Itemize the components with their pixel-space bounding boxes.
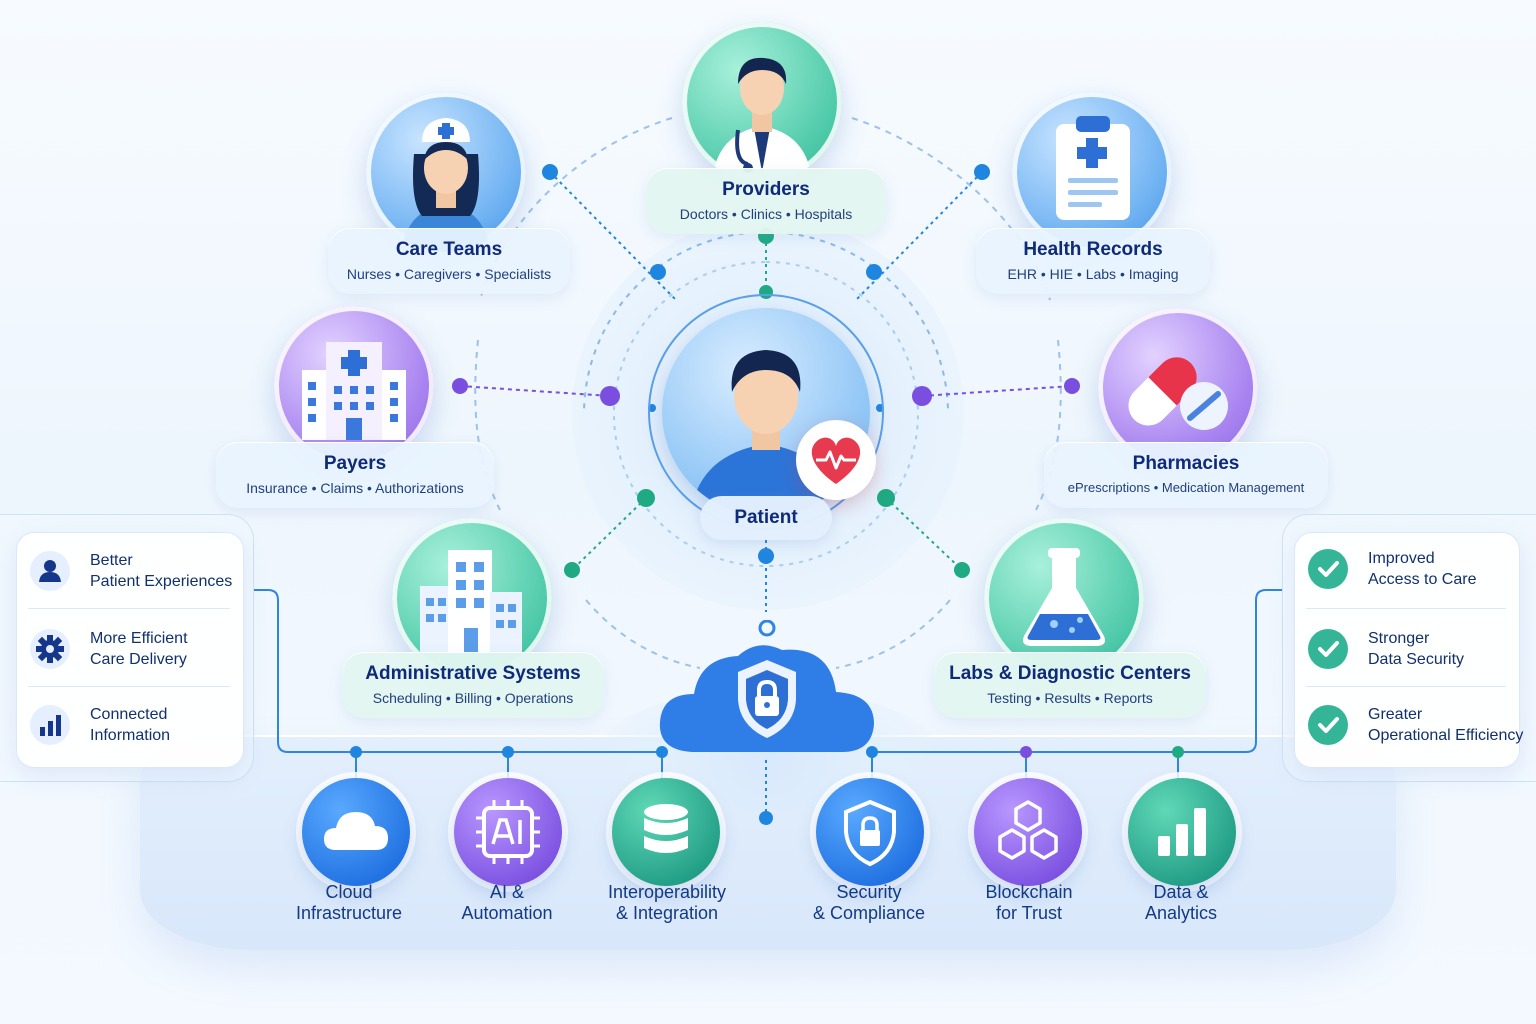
tech-security-label: Security & Compliance bbox=[784, 882, 954, 924]
health-records-label[interactable]: Health Records EHR • HIE • Labs • Imagin… bbox=[976, 228, 1210, 294]
tech-cloud-line2: Infrastructure bbox=[295, 903, 403, 923]
labs-title: Labs & Diagnostic Centers bbox=[949, 663, 1191, 684]
tech-analytics-label: Data & Analytics bbox=[1096, 882, 1266, 924]
tech-analytics-line1: Data & bbox=[1153, 882, 1209, 902]
patient-label[interactable]: Patient bbox=[700, 496, 832, 540]
shield-lock-icon[interactable] bbox=[816, 778, 924, 886]
link-admin bbox=[571, 497, 647, 571]
hospital-building-icon bbox=[274, 306, 434, 466]
user-icon bbox=[30, 551, 70, 591]
tech-security-line1: Security bbox=[836, 882, 902, 902]
clipboard-icon bbox=[1012, 92, 1172, 252]
divider bbox=[28, 686, 230, 687]
benefit-left-3-line2: Information bbox=[90, 727, 171, 744]
link-payers bbox=[459, 385, 611, 397]
outer-ring-top-right bbox=[851, 117, 1051, 301]
providers-subtitle: Doctors • Clinics • Hospitals bbox=[679, 206, 853, 222]
cloud-icon[interactable] bbox=[302, 778, 410, 886]
outer-ring-right bbox=[1035, 339, 1062, 511]
benefit-care-delivery: More Efficient Care Delivery bbox=[30, 628, 188, 670]
benefit-left-2-line2: Care Delivery bbox=[90, 651, 187, 668]
admin-label[interactable]: Administrative Systems Scheduling • Bill… bbox=[342, 652, 604, 718]
pharmacies-subtitle: ePrescriptions • Medication Management bbox=[1067, 480, 1305, 495]
divider bbox=[1306, 608, 1506, 609]
check-circle-icon bbox=[1308, 629, 1348, 669]
tech-blockchain-label: Blockchain for Trust bbox=[944, 882, 1114, 924]
doctor-icon bbox=[682, 22, 842, 182]
benefit-left-1-line1: Better bbox=[90, 552, 133, 569]
heart-pulse-icon bbox=[796, 420, 876, 500]
payers-label[interactable]: Payers Insurance • Claims • Authorizatio… bbox=[216, 442, 494, 508]
benefit-left-3-line1: Connected bbox=[90, 706, 168, 723]
tech-bus bbox=[254, 589, 660, 753]
tech-interop-label: Interoperability & Integration bbox=[582, 882, 752, 924]
divider bbox=[28, 608, 230, 609]
link-pharmacies bbox=[921, 385, 1073, 397]
bar-chart-icon bbox=[30, 705, 70, 745]
labs-label[interactable]: Labs & Diagnostic Centers Testing • Resu… bbox=[934, 652, 1206, 718]
bar-chart-icon[interactable] bbox=[1128, 778, 1236, 886]
benefit-right-2-line1: Stronger bbox=[1368, 630, 1430, 647]
tech-blockchain-line1: Blockchain bbox=[985, 882, 1073, 902]
database-icon[interactable] bbox=[612, 778, 720, 886]
tech-interop-line2: & Integration bbox=[615, 903, 719, 923]
tech-analytics-line2: Analytics bbox=[1144, 903, 1218, 923]
cloud-shield-lock-icon bbox=[654, 619, 880, 760]
ai-chip-icon[interactable] bbox=[454, 778, 562, 886]
benefit-right-1-line2: Access to Care bbox=[1368, 571, 1477, 588]
benefit-data-security: Stronger Data Security bbox=[1308, 628, 1464, 670]
care-teams-subtitle: Nurses • Caregivers • Specialists bbox=[346, 266, 552, 282]
admin-title: Administrative Systems bbox=[365, 663, 581, 684]
benefit-right-3-line1: Greater bbox=[1368, 706, 1423, 723]
outer-ring-left bbox=[474, 339, 501, 511]
link-labs bbox=[885, 497, 963, 571]
payers-subtitle: Insurance • Claims • Authorizations bbox=[246, 480, 464, 496]
benefit-patient-experiences: Better Patient Experiences bbox=[30, 550, 232, 592]
tech-blockchain-line2: for Trust bbox=[995, 903, 1062, 923]
tech-bus-right bbox=[872, 589, 1282, 753]
orbit-inner bbox=[612, 261, 919, 567]
care-teams-title: Care Teams bbox=[395, 239, 503, 260]
benefit-connected-information: Connected Information bbox=[30, 704, 170, 746]
outer-ring-bottom-left bbox=[585, 599, 701, 669]
care-teams-label[interactable]: Care Teams Nurses • Caregivers • Special… bbox=[328, 228, 570, 294]
tech-security-line2: & Compliance bbox=[812, 903, 926, 923]
orbit-outer bbox=[765, 231, 949, 415]
health-records-title: Health Records bbox=[1023, 239, 1163, 260]
providers-title: Providers bbox=[722, 179, 810, 200]
blockchain-cubes-icon[interactable] bbox=[974, 778, 1082, 886]
benefit-left-2-line1: More Efficient bbox=[90, 630, 188, 647]
gear-icon bbox=[30, 629, 70, 669]
benefit-access-to-care: Improved Access to Care bbox=[1308, 548, 1476, 590]
tech-cloud-label: Cloud Infrastructure bbox=[264, 882, 434, 924]
tech-ai-label: AI & Automation bbox=[422, 882, 592, 924]
providers-label[interactable]: Providers Doctors • Clinics • Hospitals bbox=[646, 168, 886, 234]
benefit-operational-efficiency: Greater Operational Efficiency bbox=[1308, 704, 1523, 746]
check-circle-icon bbox=[1308, 705, 1348, 745]
benefit-left-1-line2: Patient Experiences bbox=[90, 573, 233, 590]
tech-cloud-line1: Cloud bbox=[325, 882, 373, 902]
pharmacies-title: Pharmacies bbox=[1132, 453, 1240, 474]
orbit-outer-left bbox=[583, 231, 767, 415]
check-circle-icon bbox=[1308, 549, 1348, 589]
pharmacies-label[interactable]: Pharmacies ePrescriptions • Medication M… bbox=[1044, 442, 1328, 508]
benefit-right-2-line2: Data Security bbox=[1368, 651, 1465, 668]
flask-icon bbox=[984, 518, 1144, 678]
benefit-right-1-line1: Improved bbox=[1368, 550, 1435, 567]
tech-interop-line1: Interoperability bbox=[607, 882, 727, 902]
health-records-subtitle: EHR • HIE • Labs • Imaging bbox=[1007, 266, 1179, 282]
tech-ai-line1: AI & bbox=[489, 882, 524, 902]
benefit-right-3-line2: Operational Efficiency bbox=[1368, 727, 1524, 744]
divider bbox=[1306, 686, 1506, 687]
pill-icon bbox=[1098, 308, 1258, 468]
outer-ring-bottom-right bbox=[835, 599, 951, 669]
admin-subtitle: Scheduling • Billing • Operations bbox=[372, 690, 574, 706]
tech-ai-line2: Automation bbox=[461, 903, 553, 923]
payers-title: Payers bbox=[323, 453, 387, 474]
office-building-icon bbox=[392, 518, 552, 678]
labs-subtitle: Testing • Results • Reports bbox=[987, 690, 1153, 706]
